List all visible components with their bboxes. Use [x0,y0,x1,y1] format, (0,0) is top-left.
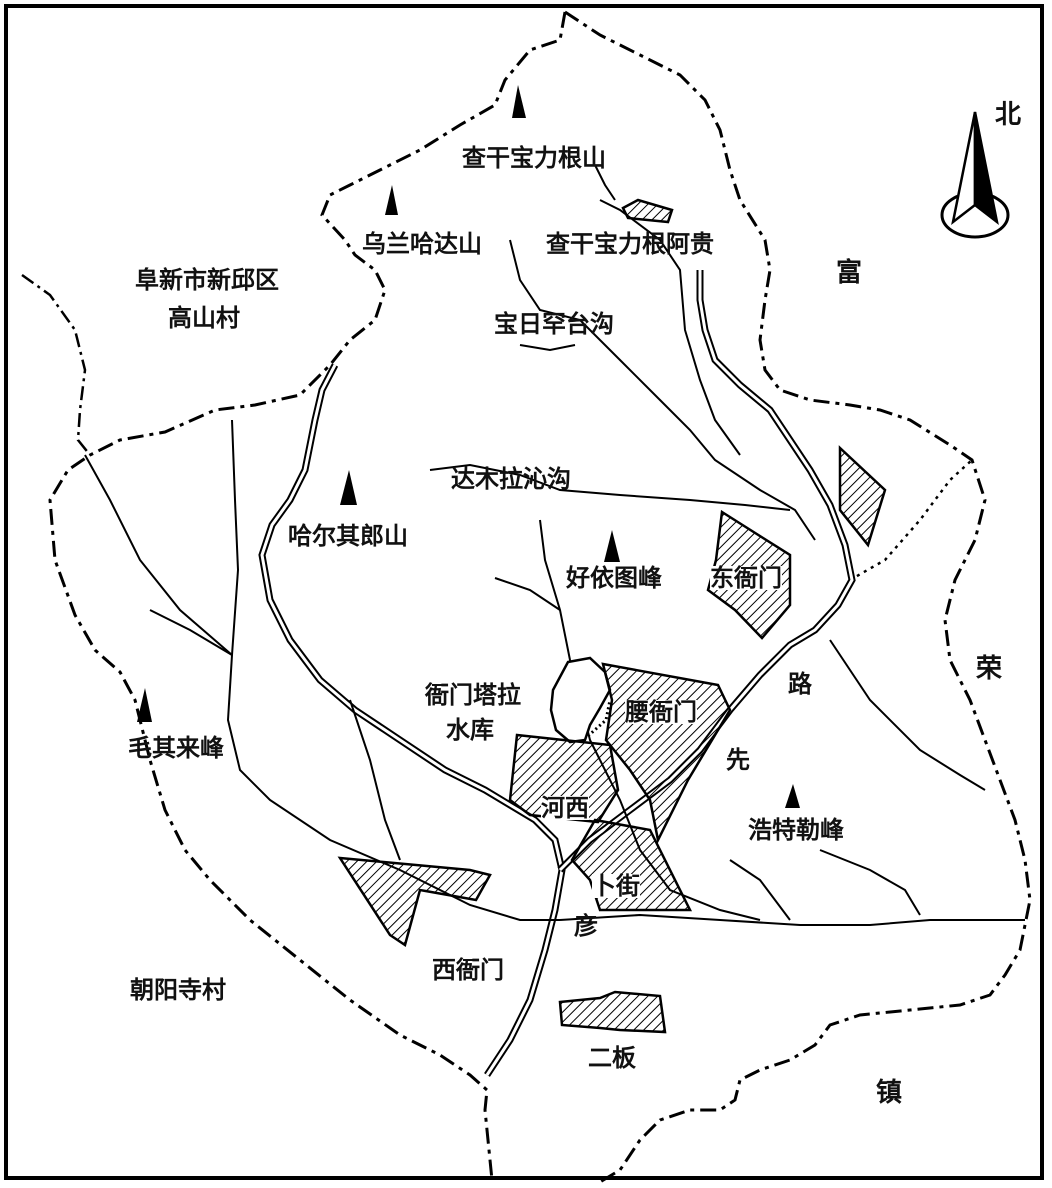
settlement-label-dong-yamen: 东衙门 [710,564,782,592]
gully-label-baorihantai: 宝日罕台沟 [494,310,614,338]
neighbor-label-fuxin-line1: 阜新市新邱区 [135,266,279,294]
peak-label-wulan-hada-shan: 乌兰哈达山 [362,230,482,258]
settlement-label-xi-yamen: 西衙门 [432,956,504,984]
township-boundary [48,10,1032,1184]
peak-label-chagan-baoligen-shan: 查干宝力根山 [462,144,606,172]
neighbor-label-rong: 荣 [976,654,1003,684]
road-label-lu: 路 [788,670,812,698]
peak-symbols [137,85,800,808]
peak-icon [385,185,398,215]
map-frame [4,4,1044,1180]
settlement-label-hexi: 河西 [541,794,589,822]
north-label: 北 [995,100,1022,130]
settlement-label-bujie: 卜街 [592,872,640,900]
settlement-label-yao-yamen: 腰衙门 [625,698,697,726]
peak-label-haer-qilang-shan: 哈尔其郎山 [288,522,408,550]
settlement-label-erban: 二板 [588,1044,636,1072]
peak-label-haotele-feng: 浩特勒峰 [748,816,844,844]
peak-label-haoyitu-feng: 好依图峰 [566,564,662,592]
neighbor-label-chaoyangsi: 朝阳寺村 [130,976,226,1004]
peak-icon [785,784,800,808]
peak-icon [604,530,620,562]
peak-icon [340,470,357,505]
road-label-xian: 先 [726,746,750,774]
east-boundary-dotted [849,459,973,582]
peak-icon [137,688,152,722]
gully-label-damulaqin: 达木拉沁沟 [451,465,571,493]
reservoir-label-line1: 衙门塔拉 [425,681,521,709]
settlement-label-chagan-agui: 查干宝力根阿贵 [546,230,714,258]
reservoir-shape [549,656,612,744]
road-label-yan: 彦 [574,912,598,940]
peak-label-maoqilai-feng: 毛其来峰 [128,734,224,762]
neighbor-label-zhen: 镇 [876,1078,903,1108]
neighbor-label-fu: 富 [836,258,863,288]
peak-icon [512,85,526,118]
streams [84,164,1025,926]
neighbor-label-fuxin-line2: 高山村 [168,304,240,332]
reservoir-label-line2: 水库 [446,716,494,744]
north-arrow-icon [940,111,1010,239]
northwest-boundary [21,273,91,456]
settlement-areas [337,198,887,1034]
